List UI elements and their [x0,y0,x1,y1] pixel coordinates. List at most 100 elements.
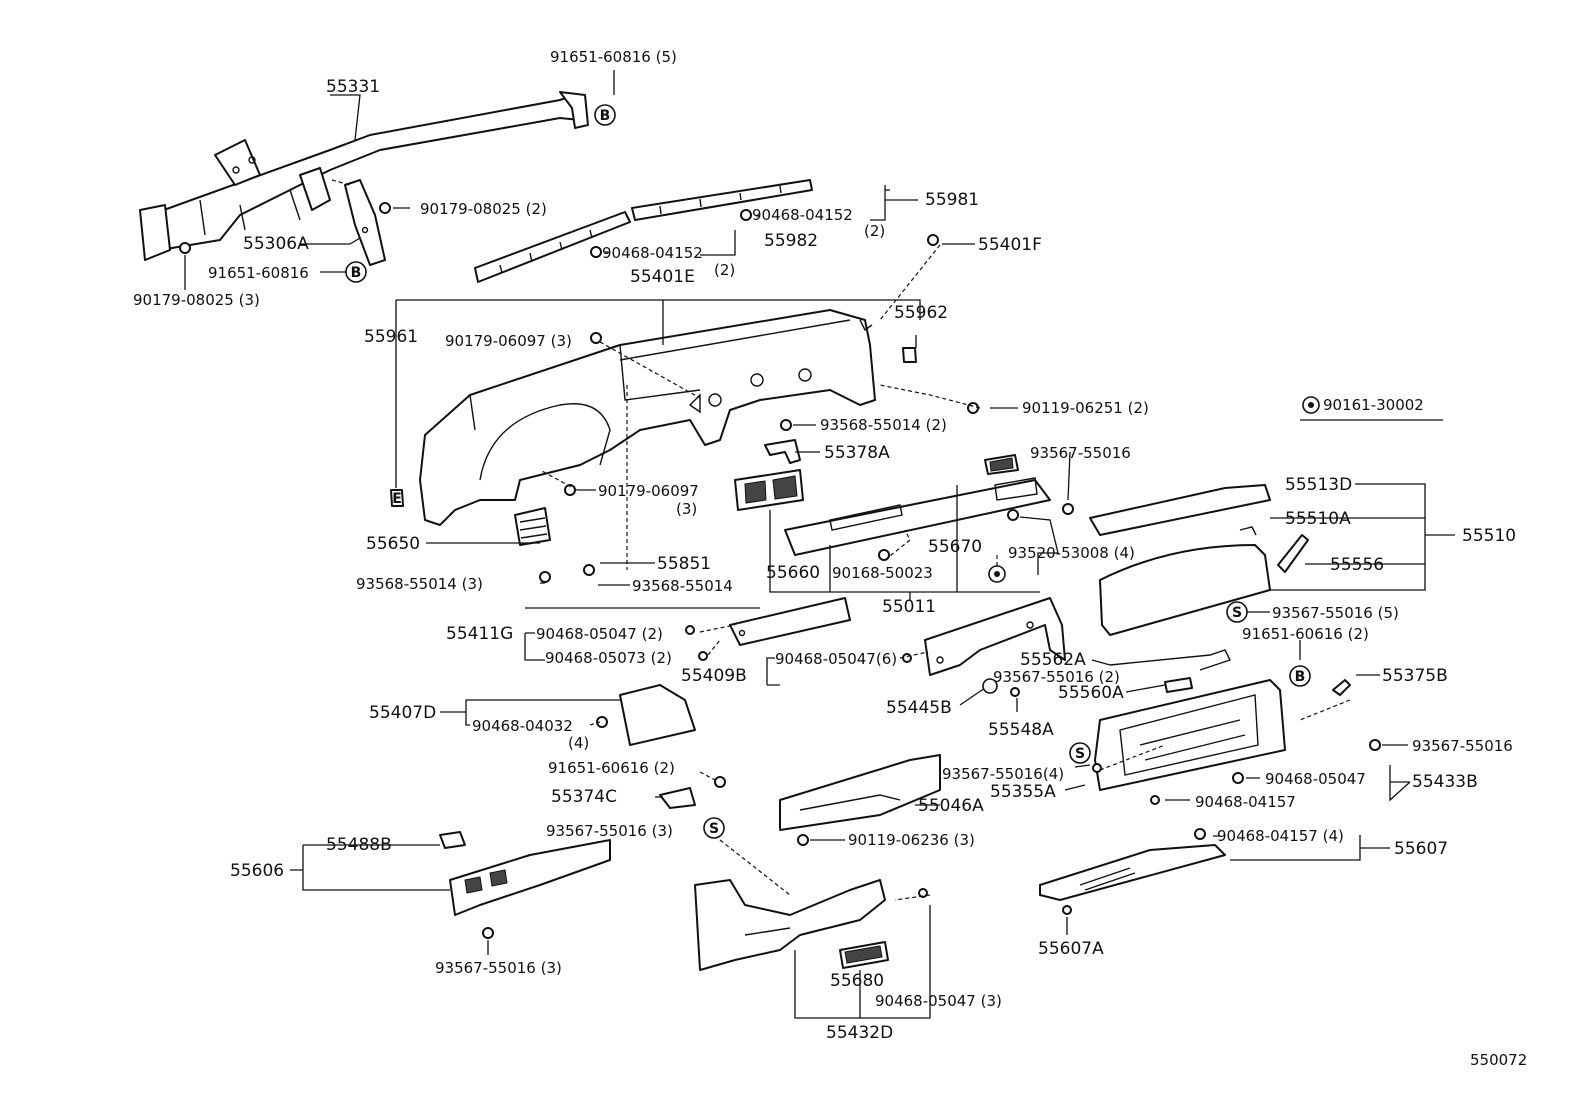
label-55375B: 55375B [1382,666,1448,686]
label-55962: 55962 [894,303,948,323]
callout-s-letter: S [1232,605,1242,621]
label-55432D: 55432D [826,1023,893,1043]
callout-b-91651-60816-5: B [594,104,616,126]
label-90468-04032: 90468-04032 [472,717,573,735]
label-91651-60816-5: 91651-60816 (5) [550,48,677,66]
glove-box-55433B [1094,679,1286,791]
label-90179-06097-b: 90179-06097 [598,482,699,500]
label-90468-04157-4: 90468-04157 (4) [1217,827,1344,845]
under-cover-55432D [694,879,889,971]
label-55488B: 55488B [326,835,392,855]
label-55510: 55510 [1462,526,1516,546]
bracket-55306A [344,179,386,266]
label-91651-60816: 91651-60816 [208,264,309,282]
label-93520-53008: 93520-53008 (4) [1008,544,1135,562]
label-55670: 55670 [928,537,982,557]
label-90468-04157: 90468-04157 [1195,793,1296,811]
leader-lines [184,70,1455,1019]
label-90179-06097-b-qty: (3) [676,500,697,518]
callout-s-93567-55016-3: S [703,817,725,839]
label-55401F: 55401F [978,235,1042,255]
label-55548A: 55548A [988,720,1054,740]
label-90468-04152-b-qty: (2) [714,261,735,279]
label-55961: 55961 [364,327,418,347]
label-90468-05047-3: 90468-05047 (3) [875,992,1002,1010]
reinforcement-beam-55331 [139,91,589,261]
legend-symbol-icon [1302,396,1320,414]
label-55355A: 55355A [990,782,1056,802]
callout-s-93567-55016-4: S [1069,742,1091,764]
callout-b-letter: B [351,265,362,281]
label-90119-06236: 90119-06236 (3) [848,831,975,849]
clip-55962 [902,347,917,363]
symbol-icon-90161 [988,565,1006,583]
label-90468-04152-b: 90468-04152 [602,244,703,262]
label-55981: 55981 [925,190,979,210]
label-93567-55016-3b: 93567-55016 (3) [435,959,562,977]
label-55606: 55606 [230,861,284,881]
bracket-55378A [764,439,801,464]
label-93568-55014-2: 93568-55014 (2) [820,416,947,434]
label-90468-05047-2: 90468-05047 (2) [536,625,663,643]
label-55433B: 55433B [1412,772,1478,792]
label-90168-50023: 90168-50023 [832,564,933,582]
label-55556: 55556 [1330,555,1384,575]
label-55680: 55680 [830,971,884,991]
label-90468-05047-6: 90468-05047(6) [775,650,897,668]
callout-s-93567-55016-5: S [1226,601,1248,623]
cover-55407D [619,684,696,746]
label-93567-55016-2: 93567-55016 (2) [993,668,1120,686]
cluster-panel-55011 [784,454,1051,556]
label-91651-60616-2b: 91651-60616 (2) [548,759,675,777]
label-55411G: 55411G [446,624,513,644]
callout-b-91651-60616: B [1289,665,1311,687]
callout-e-55961: E [392,491,402,507]
lower-panel-55606 [439,831,611,916]
callout-b-letter: B [1295,669,1306,685]
instrument-panel-55401E [419,309,876,526]
label-55401E: 55401E [630,267,695,287]
label-90179-08025-2: 90179-08025 (2) [420,200,547,218]
label-55306A: 55306A [243,234,309,254]
diagram-id: 550072 [1470,1051,1527,1069]
label-93567-55016-3a: 93567-55016 (3) [546,822,673,840]
label-91651-60616-2a: 91651-60616 (2) [1242,625,1369,643]
label-90468-05047-r: 90468-05047 [1265,770,1366,788]
label-55378A: 55378A [824,443,890,463]
label-93567-55016-5: 93567-55016 (5) [1272,604,1399,622]
glove-box-cable-55562A [1109,649,1231,693]
label-93567-55016-top: 93567-55016 [1030,444,1131,462]
legend-label-90161-30002: 90161-30002 [1323,396,1424,414]
fasteners [179,202,1381,939]
glove-box-door-55510 [1089,484,1309,636]
callout-s-letter: S [709,821,719,837]
label-55607A: 55607A [1038,939,1104,959]
callout-s-letter: S [1075,746,1085,762]
label-90179-06097-3a: 90179-06097 (3) [445,332,572,350]
label-55982: 55982 [764,231,818,251]
callout-e-letter: E [392,491,402,507]
label-90468-04032-qty: (4) [568,734,589,752]
defroster-nozzle-55981 [631,179,813,221]
callout-b-letter: B [600,108,611,124]
defroster-nozzle-55982 [474,211,631,283]
air-vent-55650 [514,507,551,546]
label-55407D: 55407D [369,703,436,723]
label-55374C: 55374C [551,787,617,807]
label-93568-55014: 93568-55014 [632,577,733,595]
duct-55046A [779,754,941,831]
label-55660: 55660 [766,563,820,583]
finish-strip-55411G [729,597,851,646]
label-55046A: 55046A [918,796,984,816]
lower-panel-55409B [924,597,1066,676]
label-55510A: 55510A [1285,509,1351,529]
label-55607: 55607 [1394,839,1448,859]
callout-b-91651-60816: B [345,261,367,283]
center-vent-55660 [734,469,804,511]
label-90179-08025-3: 90179-08025 (3) [133,291,260,309]
label-90468-05073-2: 90468-05073 (2) [545,649,672,667]
label-55409B: 55409B [681,666,747,686]
label-55445B: 55445B [886,698,952,718]
